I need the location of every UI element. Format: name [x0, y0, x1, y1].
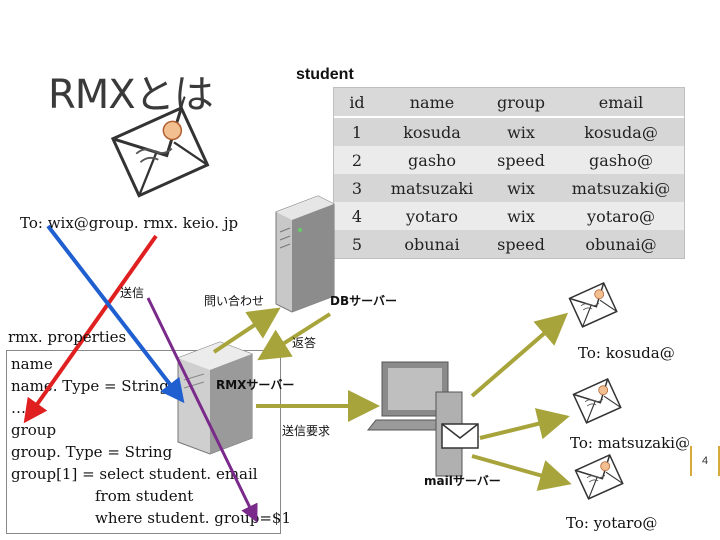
inquiry-label: 問い合わせ [204, 294, 265, 308]
to-yotaro-label: To: yotaro@ [566, 514, 658, 532]
db-server-label: DBサーバー [330, 294, 397, 308]
desktop-computer-icon [366, 361, 479, 477]
reply-label: 返答 [292, 336, 317, 350]
to-yotaro-arrow [471, 454, 572, 491]
cell-group: speed [484, 146, 558, 174]
properties-filename: rmx. properties [8, 328, 127, 346]
header-name: name [380, 88, 484, 118]
rmx-server-label: RMXサーバー [216, 378, 295, 392]
cell-name: yotaro [380, 202, 484, 230]
code-line: group. Type = String [11, 443, 173, 461]
cell-id: 5 [334, 230, 380, 258]
envelope-icon [108, 103, 212, 200]
table-row: 1 kosuda wix kosuda@ [334, 117, 684, 146]
table-header-row: id name group email [334, 88, 684, 118]
cell-group: wix [484, 202, 558, 230]
to-kosuda-arrow [470, 312, 569, 398]
to-matsuzaki-label: To: matsuzaki@ [570, 434, 690, 452]
table-row: 4 yotaro wix yotaro@ [334, 202, 684, 230]
code-line: group [11, 421, 57, 439]
cell-id: 3 [334, 174, 380, 202]
cell-group: wix [484, 117, 558, 146]
student-table: id name group email 1 kosuda wix kosuda@… [333, 87, 685, 259]
blue-arrow [46, 224, 185, 404]
envelope-icon [567, 280, 619, 329]
table-row: 2 gasho speed gasho@ [334, 146, 684, 174]
cell-name: matsuzaki [380, 174, 484, 202]
envelope-icon [571, 376, 623, 425]
cell-id: 2 [334, 146, 380, 174]
to-matsuzaki-arrow [479, 408, 570, 440]
mail-server-label: mailサーバー [424, 474, 501, 488]
header-email: email [558, 88, 684, 118]
cell-name: kosuda [380, 117, 484, 146]
cell-name: obunai [380, 230, 484, 258]
to-kosuda-label: To: kosuda@ [578, 344, 675, 362]
cell-id: 1 [334, 117, 380, 146]
inquiry-arrow [212, 307, 281, 354]
table-caption: student [296, 66, 354, 83]
table-row: 5 obunai speed obunai@ [334, 230, 684, 258]
table-row: 3 matsuzaki wix matsuzaki@ [334, 174, 684, 202]
send-label: 送信 [120, 286, 145, 300]
server-icon [177, 341, 253, 455]
cell-email: gasho@ [558, 146, 684, 174]
cell-name: gasho [380, 146, 484, 174]
to-group-label: To: wix@group. rmx. keio. jp [20, 214, 239, 232]
send-request-label: 送信要求 [282, 424, 331, 438]
red-arrow [23, 234, 158, 424]
cell-id: 4 [334, 202, 380, 230]
server-icon [275, 195, 335, 313]
header-group: group [484, 88, 558, 118]
cell-email: obunai@ [558, 230, 684, 258]
purple-arrow [146, 297, 258, 523]
code-line: from student [95, 487, 194, 505]
header-id: id [334, 88, 380, 118]
code-line: group[1] = select student. email [11, 465, 258, 483]
cell-email: matsuzaki@ [558, 174, 684, 202]
envelope-icon [573, 452, 625, 501]
cell-email: kosuda@ [558, 117, 684, 146]
reply-arrow [257, 312, 332, 361]
code-line: name [11, 355, 53, 373]
code-line: name. Type = String [11, 377, 169, 395]
cell-group: speed [484, 230, 558, 258]
page-number: 4 [690, 446, 720, 476]
slide-title: RMXとは [48, 72, 214, 118]
code-line: … [11, 399, 26, 417]
cell-group: wix [484, 174, 558, 202]
cell-email: yotaro@ [558, 202, 684, 230]
